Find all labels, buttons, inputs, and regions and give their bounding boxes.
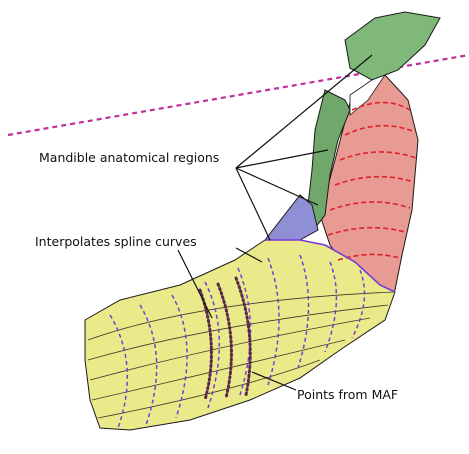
label-mandible-regions: Mandible anatomical regions bbox=[39, 152, 219, 165]
label-points-from-maf: Points from MAF bbox=[297, 389, 398, 402]
condyle-region bbox=[345, 12, 440, 80]
label-spline-curves: Interpolates spline curves bbox=[35, 236, 197, 249]
